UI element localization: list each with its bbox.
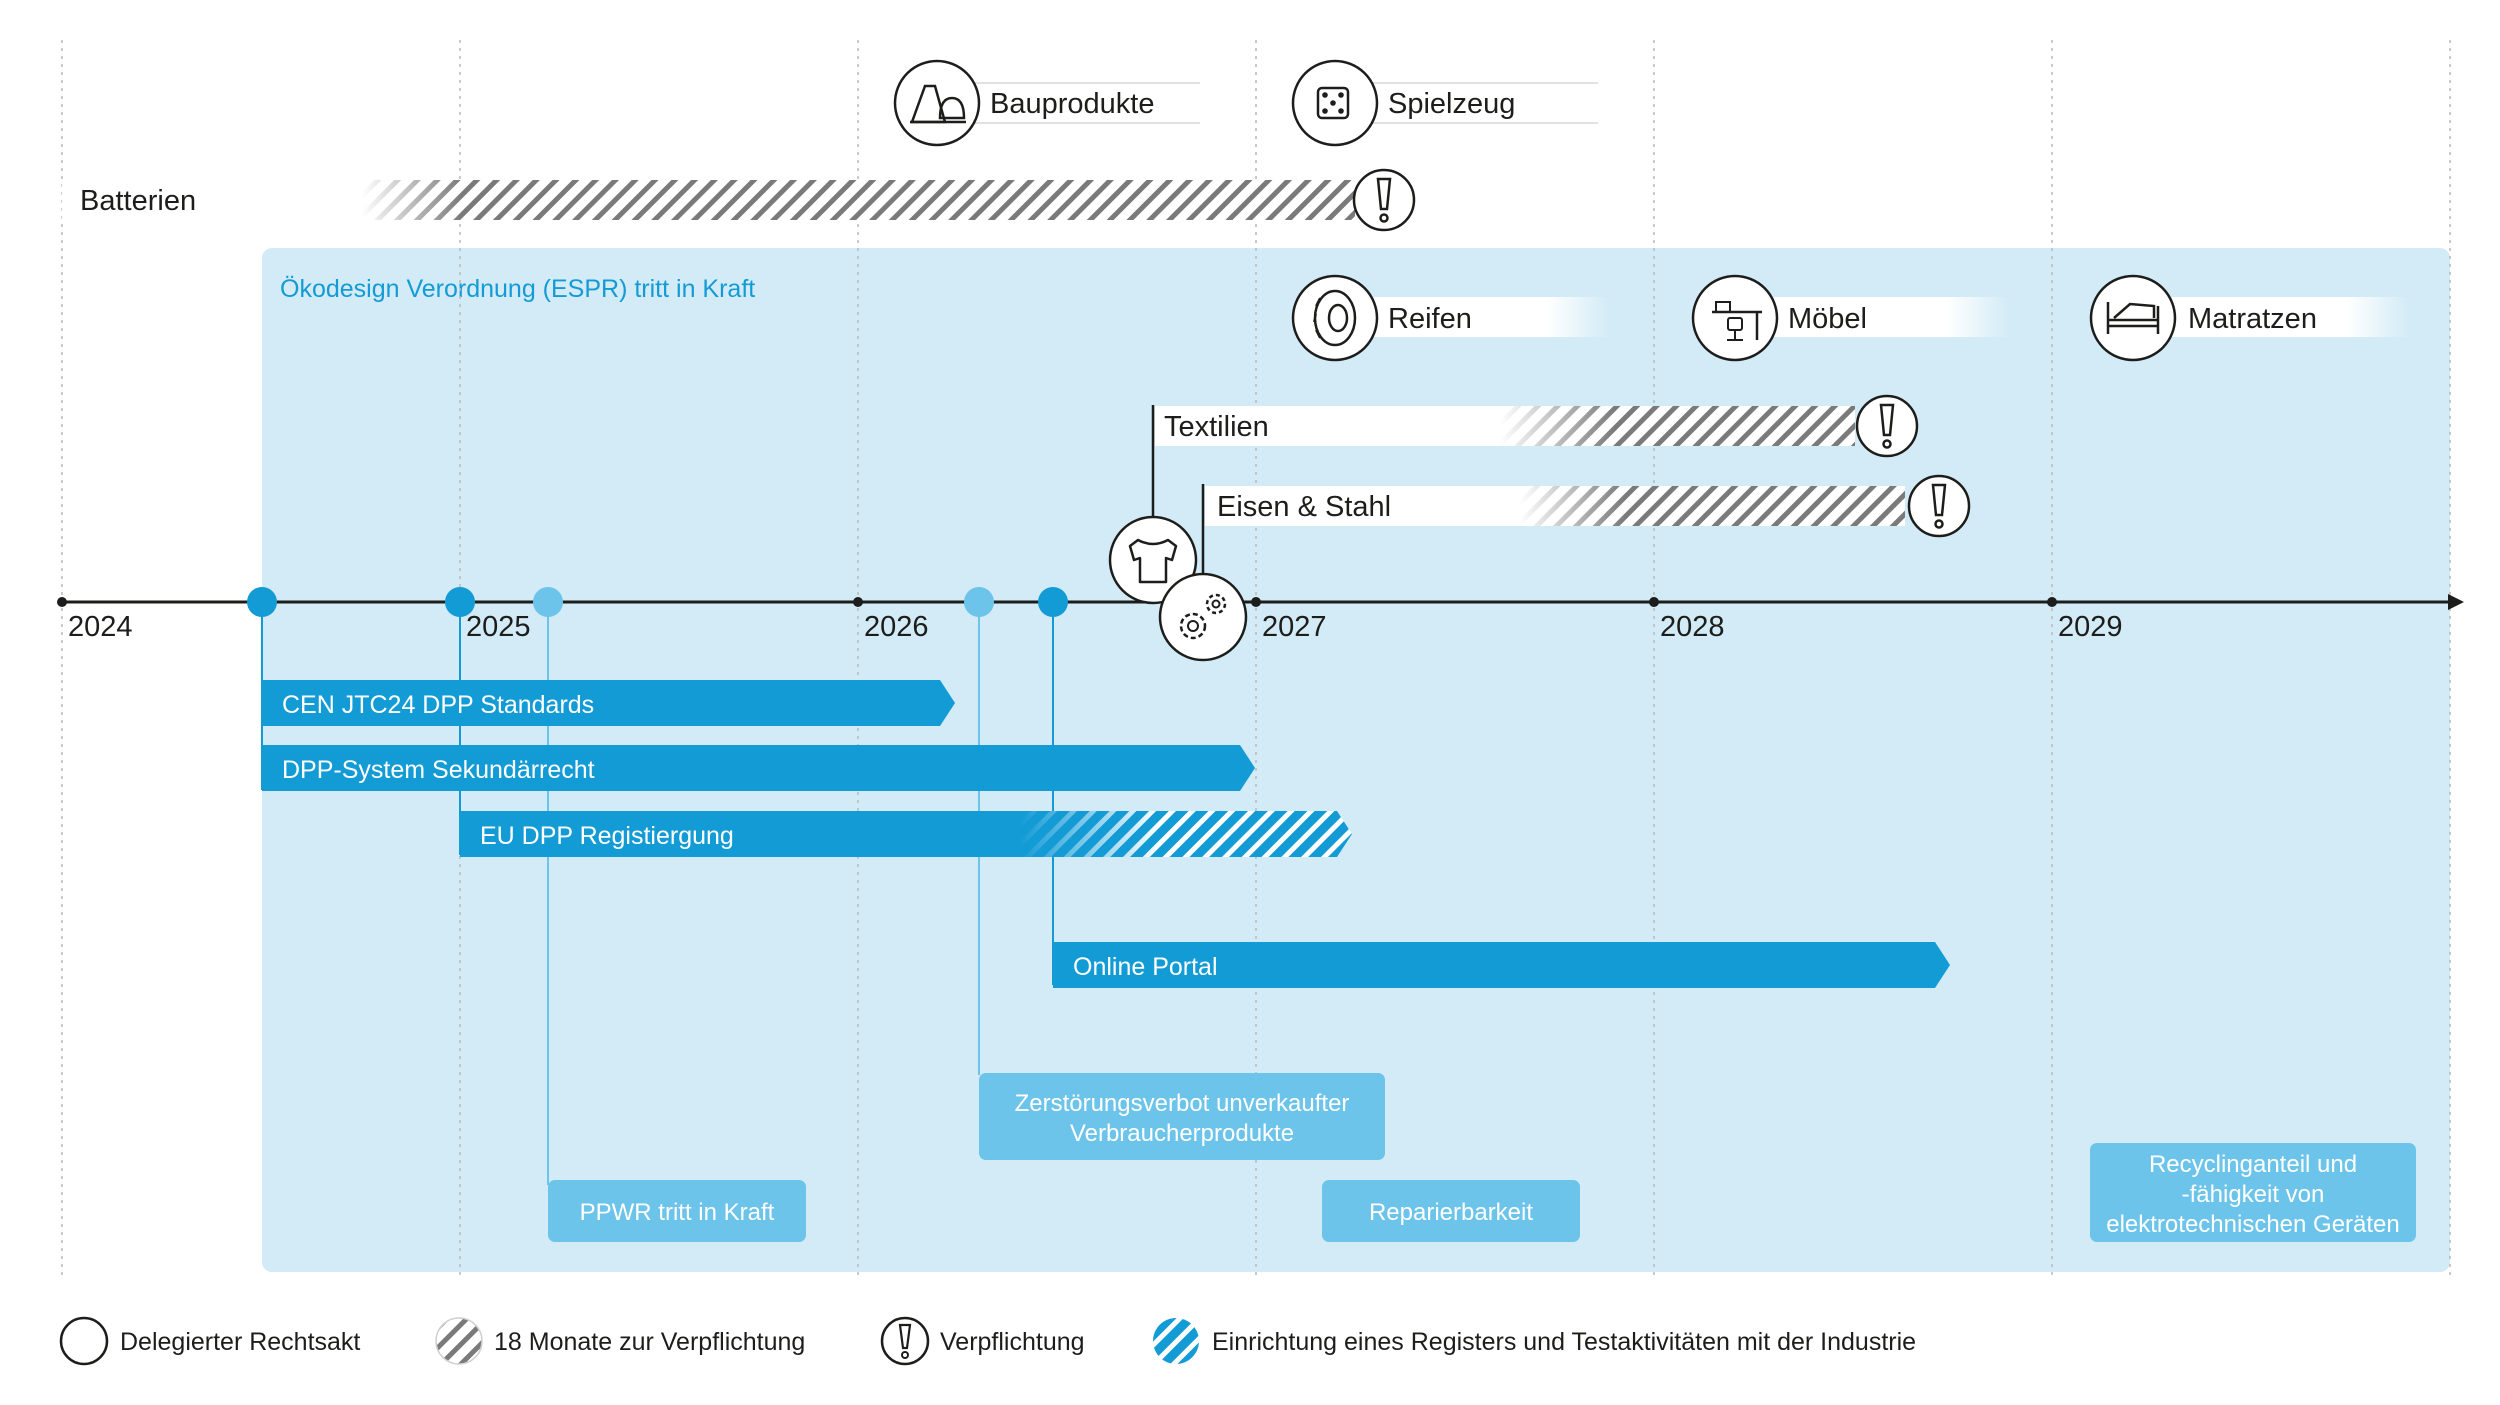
reparierbarkeit-box-label: Reparierbarkeit <box>1369 1199 1533 1226</box>
reparierbarkeit-box <box>1322 1180 1580 1242</box>
year-label-2025: 2025 <box>466 611 531 643</box>
eu-registry-bar <box>460 811 1352 857</box>
recycling-box-line3: elektrotechnischen Geräten <box>2106 1211 2400 1238</box>
construction-icon <box>893 59 981 147</box>
reifen-label: Reifen <box>1388 303 1472 335</box>
spielzeug-label: Spielzeug <box>1388 88 1515 120</box>
year-label-2027: 2027 <box>1262 611 1327 643</box>
recycling-box <box>2090 1143 2416 1242</box>
milestone-dots <box>247 587 1068 617</box>
legend-circle-icon <box>59 1316 109 1366</box>
legend-delegated-label: Delegierter Rechtsakt <box>120 1328 360 1356</box>
ppwr-box-label: PPWR tritt in Kraft <box>580 1199 775 1226</box>
dice-icon <box>1291 59 1379 147</box>
moebel-label: Möbel <box>1788 303 1867 335</box>
bed-icon <box>2089 274 2177 362</box>
zerstoerung-box-line1: Zerstörungsverbot unverkaufter <box>1015 1090 1350 1117</box>
year-label-2024: 2024 <box>68 611 133 643</box>
year-label-2026: 2026 <box>864 611 929 643</box>
exclamation-icon <box>1352 168 1416 232</box>
recycling-box-line1: Recyclinganteil und <box>2149 1151 2357 1178</box>
desk-chair-icon <box>1691 274 1779 362</box>
cen-bar <box>262 680 955 726</box>
matratzen-label: Matratzen <box>2188 303 2317 335</box>
legend-blue-hatch-icon <box>1153 1318 1199 1364</box>
dpp-system-bar <box>262 745 1255 791</box>
recycling-box-line2: -fähigkeit von <box>2182 1181 2325 1208</box>
eu-registry-bar-label: EU DPP Registiergung <box>480 822 734 850</box>
online-portal-bar <box>1053 942 1950 988</box>
exclamation-icon <box>1855 394 1919 458</box>
cen-bar-label: CEN JTC24 DPP Standards <box>282 691 594 719</box>
year-label-2029: 2029 <box>2058 611 2123 643</box>
espr-region-label: Ökodesign Verordnung (ESPR) tritt in Kra… <box>280 275 755 303</box>
legend-18-months-label: 18 Monate zur Verpflichtung <box>494 1328 805 1356</box>
year-label-2028: 2028 <box>1660 611 1725 643</box>
exclamation-icon <box>1907 474 1971 538</box>
legend: Delegierter Rechtsakt 18 Monate zur Verp… <box>59 1316 1916 1366</box>
bauprodukte-label: Bauprodukte <box>990 88 1154 120</box>
batterien-bar <box>62 180 1355 220</box>
zerstoerung-box <box>979 1073 1385 1160</box>
eisen-stahl-label: Eisen & Stahl <box>1217 491 1391 523</box>
batterien-label: Batterien <box>80 185 196 217</box>
legend-exclamation-icon <box>880 1316 930 1366</box>
textilien-label: Textilien <box>1164 411 1269 443</box>
zerstoerung-box-line2: Verbraucherprodukte <box>1070 1120 1294 1147</box>
tshirt-icon <box>1108 515 1198 605</box>
online-portal-bar-label: Online Portal <box>1073 953 1218 981</box>
timeline-arrowhead <box>2448 594 2464 610</box>
tire-icon <box>1291 274 1379 362</box>
legend-hatch-icon <box>435 1317 483 1365</box>
gears-icon <box>1158 572 1248 662</box>
ppwr-box <box>548 1180 806 1242</box>
legend-registry-label: Einrichtung eines Registers und Testakti… <box>1212 1328 1916 1356</box>
dpp-system-bar-label: DPP-System Sekundärrecht <box>282 756 595 784</box>
legend-obligation-label: Verpflichtung <box>940 1328 1085 1356</box>
